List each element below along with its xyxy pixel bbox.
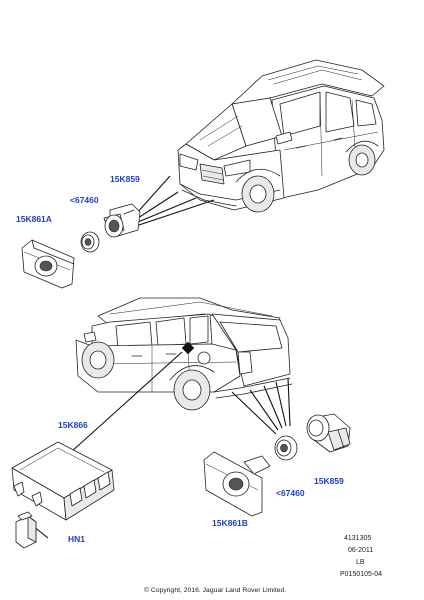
callout-front-bezel: 15K861A — [16, 214, 52, 224]
rear-sensor-bezel — [203, 451, 271, 517]
front-sensor-bezel — [21, 239, 75, 289]
front-grommet — [80, 231, 100, 253]
copyright-notice: © Copyright, 2016. Jaguar Land Rover Lim… — [144, 586, 286, 594]
date-code: 06-2011 — [348, 547, 373, 554]
front-vehicle-illustration — [177, 59, 385, 213]
illustration-id: P0150105-04 — [340, 571, 382, 578]
rear-sensor-leader-lines — [231, 377, 291, 435]
callout-front-sensor: 15K859 — [110, 174, 140, 184]
rear-vehicle-illustration — [75, 297, 293, 411]
module-leader-line — [59, 351, 183, 463]
callout-connector: HN1 — [68, 534, 85, 544]
callout-module: 15K866 — [58, 420, 88, 430]
callout-rear-bezel: 15K861B — [212, 518, 248, 528]
variant-code: LB — [356, 559, 365, 566]
rear-parking-sensor — [306, 413, 351, 453]
callout-front-grommet: <67460 — [70, 195, 99, 205]
sensor-location-marker — [181, 341, 195, 355]
ref-number: 4131305 — [344, 535, 371, 542]
rear-grommet — [274, 435, 298, 461]
front-sensor-leader-lines — [135, 175, 215, 227]
parking-aid-module — [11, 441, 115, 521]
front-parking-sensor — [103, 203, 141, 238]
connector-hn1 — [15, 511, 49, 549]
callout-rear-grommet: <67460 — [276, 488, 305, 498]
callout-rear-sensor: 15K859 — [314, 476, 344, 486]
